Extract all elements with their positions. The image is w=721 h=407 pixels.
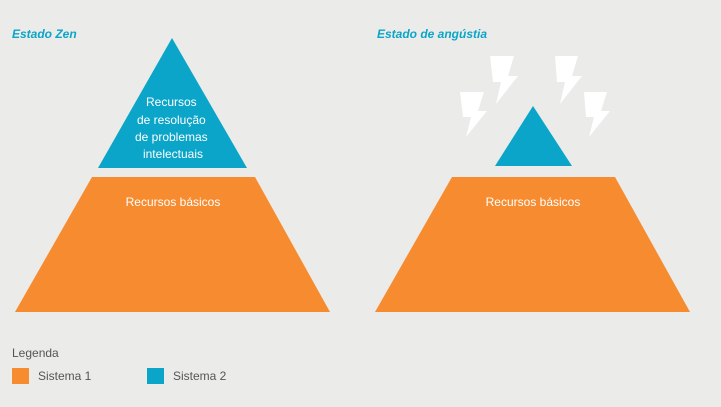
anguish-state-title: Estado de angústia: [377, 27, 488, 41]
legend-swatch-system2: [147, 368, 164, 384]
lightning-bolt-icon: [555, 56, 582, 104]
legend-label-system1: Sistema 1: [38, 369, 92, 383]
legend-title: Legenda: [12, 346, 59, 360]
legend-item-system1: Sistema 1: [12, 368, 91, 384]
zen-base-trapezoid: [15, 177, 330, 312]
zen-top-triangle: [98, 38, 247, 168]
lightning-bolts: [460, 56, 610, 137]
zen-top-label: Recursos de resolução de problemas intel…: [135, 95, 211, 161]
zen-base-label: Recursos básicos: [126, 195, 221, 209]
lightning-bolt-icon: [490, 56, 518, 104]
lightning-bolt-icon: [460, 92, 487, 137]
zen-state-title: Estado Zen: [12, 27, 77, 41]
anguish-base-trapezoid: [375, 177, 690, 312]
legend-swatch-system1: [12, 368, 29, 384]
lightning-bolt-icon: [584, 92, 610, 137]
anguish-top-triangle: [495, 106, 572, 166]
anguish-base-label: Recursos básicos: [486, 195, 581, 209]
legend-label-system2: Sistema 2: [173, 369, 227, 383]
legend-item-system2: Sistema 2: [147, 368, 226, 384]
